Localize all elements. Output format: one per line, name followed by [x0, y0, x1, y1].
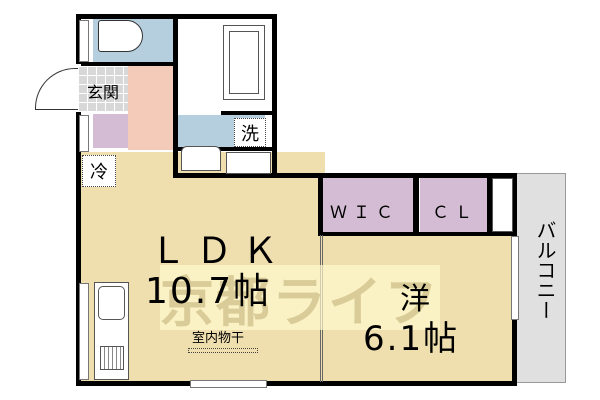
entrance-door[interactable]: [35, 68, 78, 110]
toilet-icon: [98, 20, 143, 52]
bathtub-icon: [223, 25, 265, 100]
wall: [81, 62, 173, 66]
hall-floor: [128, 66, 173, 150]
window: [511, 236, 519, 320]
closet-floor: [420, 178, 487, 233]
watermark: 京都ライフ: [160, 265, 440, 334]
wall: [173, 14, 178, 174]
wall: [318, 232, 517, 236]
western-room-label: 洋: [400, 282, 430, 317]
stove-icon: [100, 346, 124, 370]
shoe-storage: [93, 114, 128, 148]
wall: [76, 152, 81, 386]
wall: [413, 175, 419, 235]
wall: [178, 147, 277, 151]
storage-x-box: [226, 152, 271, 174]
wall: [272, 14, 277, 177]
western-room-size: 6.1帖: [363, 319, 460, 359]
wall: [318, 175, 323, 235]
vanity-sink-icon: [181, 146, 221, 171]
wall: [76, 381, 517, 386]
wall: [76, 14, 81, 64]
balcony: [516, 173, 566, 383]
wic-floor: [323, 178, 413, 233]
ldk-size: 10.7帖: [145, 271, 272, 312]
wall: [76, 112, 81, 152]
window: [79, 283, 89, 380]
window: [79, 20, 89, 62]
entrance-label: 玄関: [86, 83, 119, 102]
fridge-label: 冷: [82, 155, 116, 187]
storage-x-box: [492, 178, 513, 232]
laundry-label: 洗: [234, 118, 266, 147]
ldk-label: ＬＤＫ: [150, 231, 289, 272]
wall: [173, 173, 517, 178]
closet-label: ＣＬ: [432, 203, 478, 223]
entrance-floor: [78, 66, 128, 111]
indoor-drying-label: 室内物干: [192, 331, 245, 346]
wall: [221, 111, 277, 115]
wall: [487, 175, 492, 235]
drying-rod: [188, 348, 258, 353]
balcony-label: バルコニー: [533, 220, 557, 320]
window: [79, 115, 89, 152]
window: [190, 380, 267, 388]
wic-label: ＷＩＣ: [330, 203, 399, 223]
kitchen-sink-icon: [98, 286, 125, 320]
